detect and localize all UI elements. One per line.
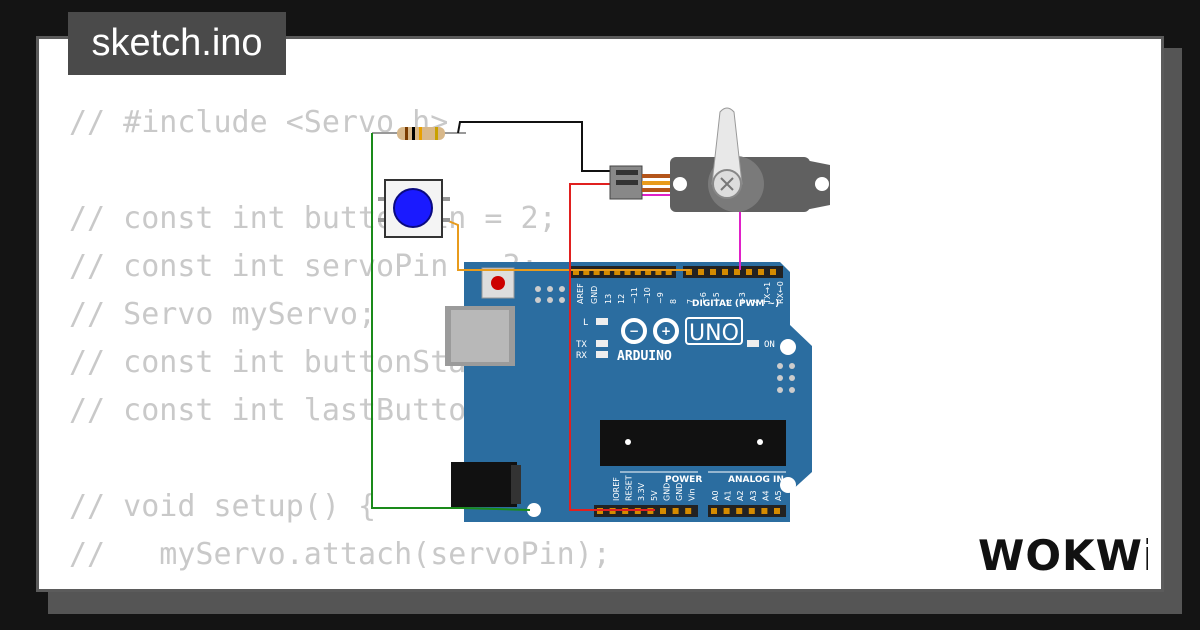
pin-label: GND <box>590 286 599 304</box>
power-jack <box>451 462 517 507</box>
analog-label: ANALOG IN <box>728 475 784 485</box>
pin-label: TX→1 <box>763 282 772 305</box>
pin-label: ~10 <box>643 287 652 304</box>
digital-header-label: DIGITAL (PWM ~) <box>692 299 779 309</box>
led-rx-label: RX <box>576 351 587 361</box>
pin-label: 5V <box>650 490 659 501</box>
code-line: // pinMode(buttonPin, INPUT); <box>69 579 701 589</box>
power-label: POWER <box>665 475 702 485</box>
pin-label: A0 <box>711 490 720 501</box>
led-rx <box>596 351 608 358</box>
pin-label: 12 <box>617 294 626 304</box>
arduino-infinity-icon <box>621 318 679 344</box>
wire-red[interactable] <box>569 183 655 511</box>
led-on <box>747 340 759 347</box>
led-l-label: L <box>583 318 588 328</box>
pin-label: ~5 <box>712 292 721 304</box>
reset-button[interactable] <box>481 267 515 299</box>
pin-label: GND <box>675 483 684 501</box>
pin-label: 4 <box>725 299 734 304</box>
pin-label: IOREF <box>612 477 621 501</box>
pin-label: RX←0 <box>776 281 785 304</box>
board-model-label: UNO <box>689 321 739 346</box>
led-tx <box>596 340 608 347</box>
file-tab-title[interactable]: sketch.ino <box>68 12 286 75</box>
pin-label: RESET <box>625 475 634 501</box>
pin-label: A4 <box>761 490 770 501</box>
pin-label: 13 <box>604 294 613 304</box>
pin-label: GND <box>662 483 671 501</box>
svg-text:+: + <box>661 324 671 338</box>
pin-label: AREF <box>576 283 585 304</box>
pin-label: ~9 <box>656 292 665 304</box>
pin-label: A2 <box>736 490 745 501</box>
pin-label: ~11 <box>630 287 639 304</box>
wire-green[interactable] <box>371 133 531 511</box>
pin-label: Vin <box>688 488 697 501</box>
pin-label: A1 <box>724 490 733 501</box>
wokwi-logo: WOKWi <box>978 532 1148 580</box>
svg-text:WOKWi: WOKWi <box>978 532 1148 580</box>
arduino-uno-board[interactable]: L TX RX ON − + UNO ARDUINO DIGITAL (PWM … <box>445 262 812 522</box>
code-line: // myServo.attach(servoPin); <box>69 537 611 572</box>
pin-label: ~6 <box>699 292 708 304</box>
pin-label: 8 <box>669 299 678 304</box>
pin-label: 3.3V <box>637 482 646 501</box>
icsp-header <box>535 286 795 393</box>
resistor[interactable] <box>372 127 466 140</box>
pin-label: 7 <box>686 299 695 304</box>
led-l <box>596 318 608 325</box>
pin-label: ~3 <box>738 292 747 304</box>
code-line: // void setup() { <box>69 489 377 524</box>
pin-label: A3 <box>749 490 758 501</box>
atmega-chip <box>600 420 786 466</box>
led-tx-label: TX <box>576 340 587 350</box>
board-brand-label: ARDUINO <box>617 349 672 364</box>
push-button[interactable] <box>378 179 450 238</box>
code-line: // Servo myServo; <box>69 297 377 332</box>
code-line: // const int servoPin = 3; <box>69 249 539 284</box>
pin-label: 2 <box>750 299 759 304</box>
pin-label: A5 <box>774 490 783 501</box>
wire-black[interactable] <box>457 121 610 172</box>
servo-motor[interactable] <box>609 107 830 212</box>
svg-text:−: − <box>629 324 639 338</box>
wire-orange[interactable] <box>445 219 690 271</box>
led-on-label: ON <box>764 340 775 350</box>
